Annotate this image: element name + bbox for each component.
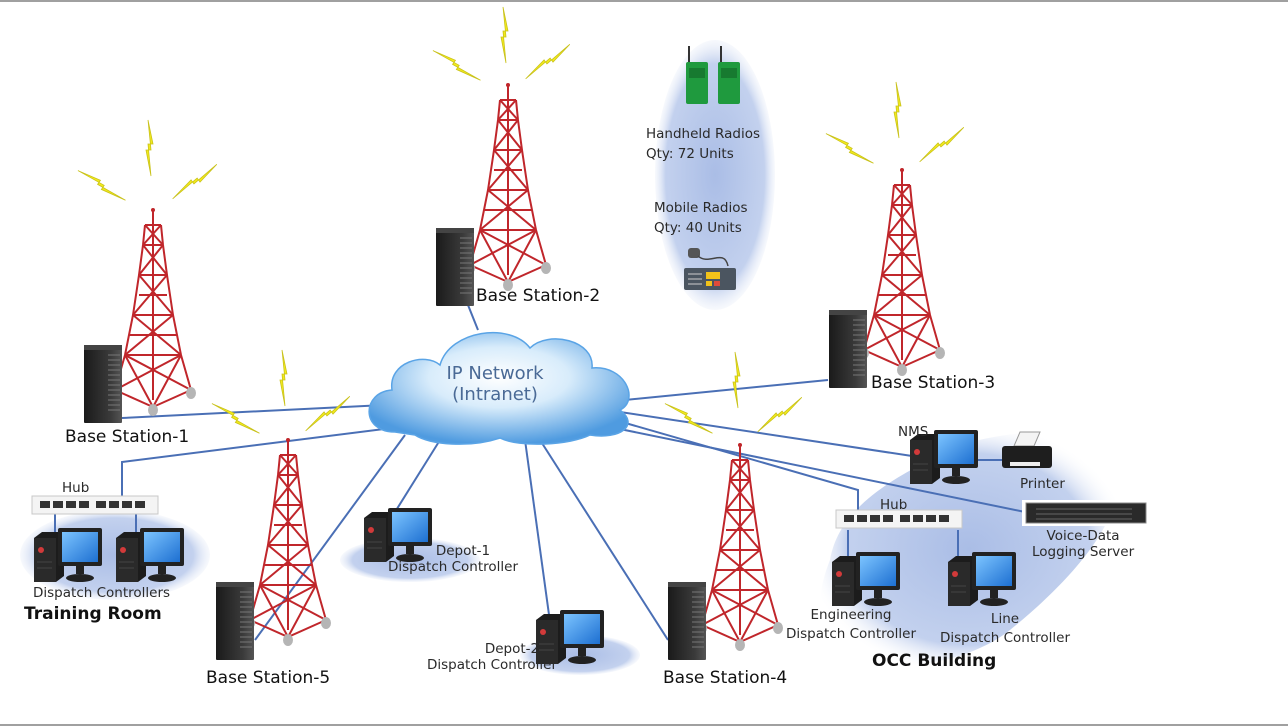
radio-tower-icon-bs2 xyxy=(464,82,552,292)
logging-server-line2: Logging Server xyxy=(1032,543,1135,560)
radio-tower-icon-bs3 xyxy=(858,167,946,377)
handheld-radios-label: Handheld Radios Qty: 72 Units xyxy=(646,126,760,162)
mobile-radios-label: Mobile Radios Qty: 40 Units xyxy=(654,200,748,236)
link-logging xyxy=(614,427,1026,513)
link-depot1 xyxy=(389,439,441,521)
server-rack-icon-bs4[interactable] xyxy=(667,581,707,661)
engineering-line1: Engineering xyxy=(810,607,892,623)
depot-1-line1: Depot-1 xyxy=(435,543,491,559)
occ-hub-label: Hub xyxy=(880,497,908,513)
server-rack-icon-bs2[interactable] xyxy=(435,227,475,307)
handheld-radio-icon xyxy=(686,46,740,104)
depot-1-label: Depot-1 Dispatch Controller xyxy=(388,543,518,575)
mobile-radio-icon xyxy=(684,248,736,290)
logging-server-line1: Voice-Data xyxy=(1046,528,1120,544)
radio-zone xyxy=(655,40,775,310)
depot-2-line1: Depot-2 xyxy=(484,641,540,657)
depot-2-line2: Dispatch Controller xyxy=(427,656,557,673)
radio-tower-icon-bs4 xyxy=(696,442,784,652)
training-room-title: Training Room xyxy=(24,604,162,624)
handheld-radios-title: Handheld Radios xyxy=(646,126,760,142)
engineering-dispatch-label: Engineering Dispatch Controller xyxy=(786,607,916,642)
occ-building-title: OCC Building xyxy=(872,651,997,671)
line-line1: Line xyxy=(990,611,1020,627)
line-line2: Dispatch Controller xyxy=(940,629,1070,646)
link-bs3 xyxy=(624,379,829,401)
link-bs2 xyxy=(467,304,479,331)
server-rack-icon-bs3[interactable] xyxy=(828,309,868,389)
radio-tower-icon-bs1 xyxy=(109,207,197,417)
link-bs1 xyxy=(121,404,386,419)
line-dispatch-label: Line Dispatch Controller xyxy=(940,611,1070,646)
handheld-radios-qty: Qty: 72 Units xyxy=(646,145,734,162)
depot-2-label: Depot-2 Dispatch Controller xyxy=(427,641,557,673)
mobile-radios-qty: Qty: 40 Units xyxy=(654,219,742,236)
training-hub-icon[interactable] xyxy=(31,495,159,515)
base-station-5-label: Base Station-5 xyxy=(206,668,331,688)
mobile-radios-title: Mobile Radios xyxy=(654,200,748,216)
base-station-2-label: Base Station-2 xyxy=(476,286,601,306)
ip-network-label-line2: (Intranet) xyxy=(452,383,538,405)
link-training-hub xyxy=(121,427,393,498)
server-rack-icon-bs5[interactable] xyxy=(215,581,255,661)
ip-network-label: IP Network (Intranet) xyxy=(430,363,560,405)
base-station-3-label: Base Station-3 xyxy=(871,373,996,393)
base-station-4-label: Base Station-4 xyxy=(663,668,788,688)
logging-server-label: Voice-Data Logging Server xyxy=(1032,528,1135,560)
ip-network-cloud-icon[interactable] xyxy=(368,331,630,445)
link-nms xyxy=(619,411,913,457)
base-station-1-label: Base Station-1 xyxy=(65,427,190,447)
printer-icon[interactable] xyxy=(1002,431,1052,468)
server-rack-icon-bs1[interactable] xyxy=(83,344,123,424)
ip-network-label-line1: IP Network xyxy=(446,363,544,384)
occ-building-zone xyxy=(820,432,1118,666)
link-occ-hub xyxy=(614,419,859,510)
radio-tower-icon-bs5 xyxy=(244,437,332,647)
training-dispatch-controllers-label: Dispatch Controllers xyxy=(33,585,171,601)
link-bs5 xyxy=(254,434,406,641)
printer-label: Printer xyxy=(1020,476,1065,492)
engineering-line2: Dispatch Controller xyxy=(786,625,916,642)
training-hub-label: Hub xyxy=(62,480,90,496)
nms-label: NMS xyxy=(898,424,929,440)
link-depot2 xyxy=(524,439,551,623)
link-bs4 xyxy=(539,439,669,641)
depot-1-line2: Dispatch Controller xyxy=(388,558,518,575)
logging-server-icon[interactable] xyxy=(1022,500,1150,526)
